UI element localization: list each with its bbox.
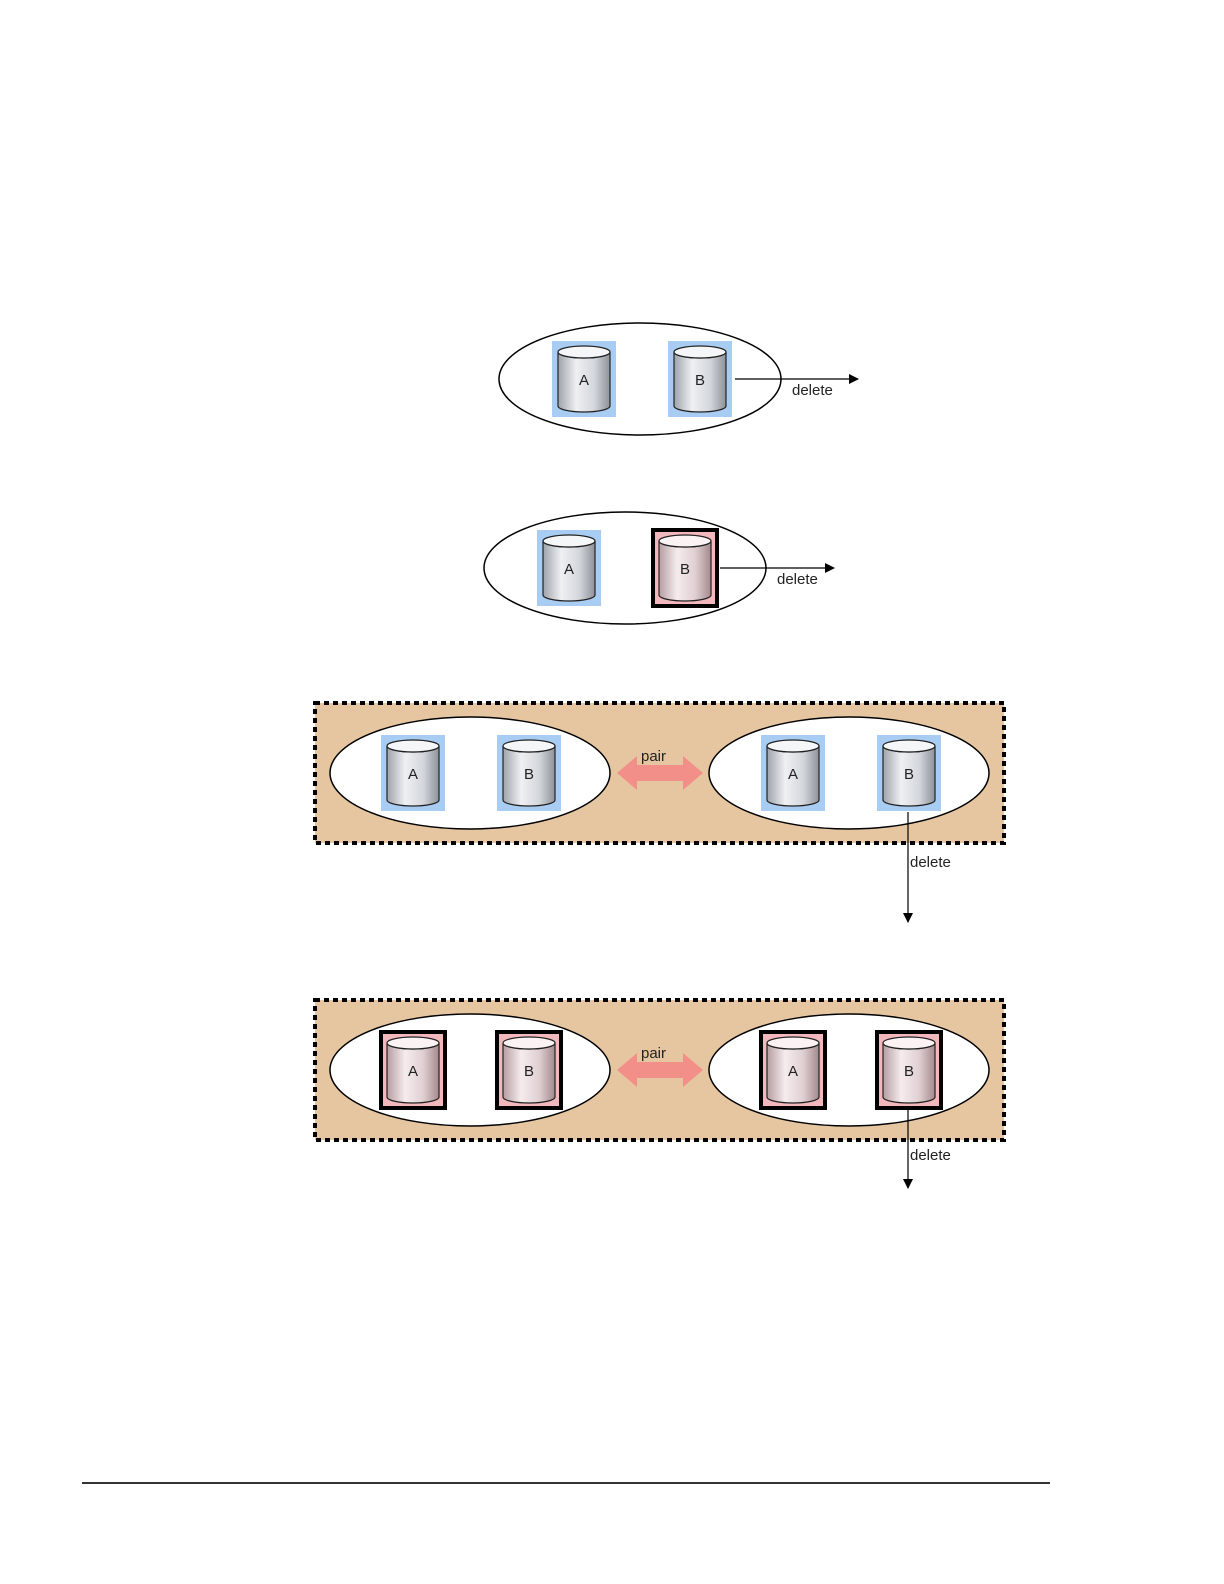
secondary-volume-a: A [761, 735, 825, 811]
primary-volume-b: B [497, 735, 561, 811]
footer-rule [82, 1482, 1050, 1484]
delete-label: delete [792, 382, 833, 399]
cylinder-top [503, 1037, 555, 1049]
cylinder-top [674, 346, 726, 358]
volume-label: A [408, 766, 418, 783]
scenario-paired-groups-after: pair A B A B delete [315, 1000, 1004, 1188]
cylinder-top [387, 740, 439, 752]
cylinder-top [659, 535, 711, 547]
cylinder-top [883, 1037, 935, 1049]
primary-volume-a: A [381, 1032, 445, 1108]
volume-label: B [680, 561, 690, 578]
volume-label: B [904, 766, 914, 783]
secondary-volume-b: B [877, 735, 941, 811]
scenario-paired-groups: pair A B A B delete [315, 703, 1004, 922]
volume-label: A [564, 561, 574, 578]
volume-label: B [904, 1063, 914, 1080]
delete-label: delete [777, 571, 818, 588]
cylinder-top [767, 740, 819, 752]
pair-label: pair [641, 748, 666, 765]
cylinder-top [503, 740, 555, 752]
volume-label: B [524, 1063, 534, 1080]
delete-label: delete [910, 1147, 951, 1164]
volume-b: B [668, 341, 732, 417]
secondary-group-ellipse [709, 1014, 989, 1126]
secondary-volume-a: A [761, 1032, 825, 1108]
volume-a: A [552, 341, 616, 417]
cylinder-top [558, 346, 610, 358]
cylinder-top [767, 1037, 819, 1049]
secondary-group-ellipse [709, 717, 989, 829]
volume-label: A [579, 372, 589, 389]
volume-label: B [695, 372, 705, 389]
volume-label: B [524, 766, 534, 783]
volume-a: A [537, 530, 601, 606]
cylinder-top [883, 740, 935, 752]
scenario-group-unpaired-after: A B delete [484, 512, 834, 624]
primary-volume-a: A [381, 735, 445, 811]
cylinder-top [387, 1037, 439, 1049]
volume-label: A [408, 1063, 418, 1080]
delete-label: delete [910, 854, 951, 871]
cylinder-top [543, 535, 595, 547]
volume-label: A [788, 766, 798, 783]
primary-group-ellipse [330, 1014, 610, 1126]
secondary-volume-b: B [877, 1032, 941, 1108]
primary-volume-b: B [497, 1032, 561, 1108]
primary-group-ellipse [330, 717, 610, 829]
scenario-group-unpaired: A B delete [499, 323, 858, 435]
volume-label: A [788, 1063, 798, 1080]
pair-label: pair [641, 1045, 666, 1062]
volume-b: B [653, 530, 717, 606]
